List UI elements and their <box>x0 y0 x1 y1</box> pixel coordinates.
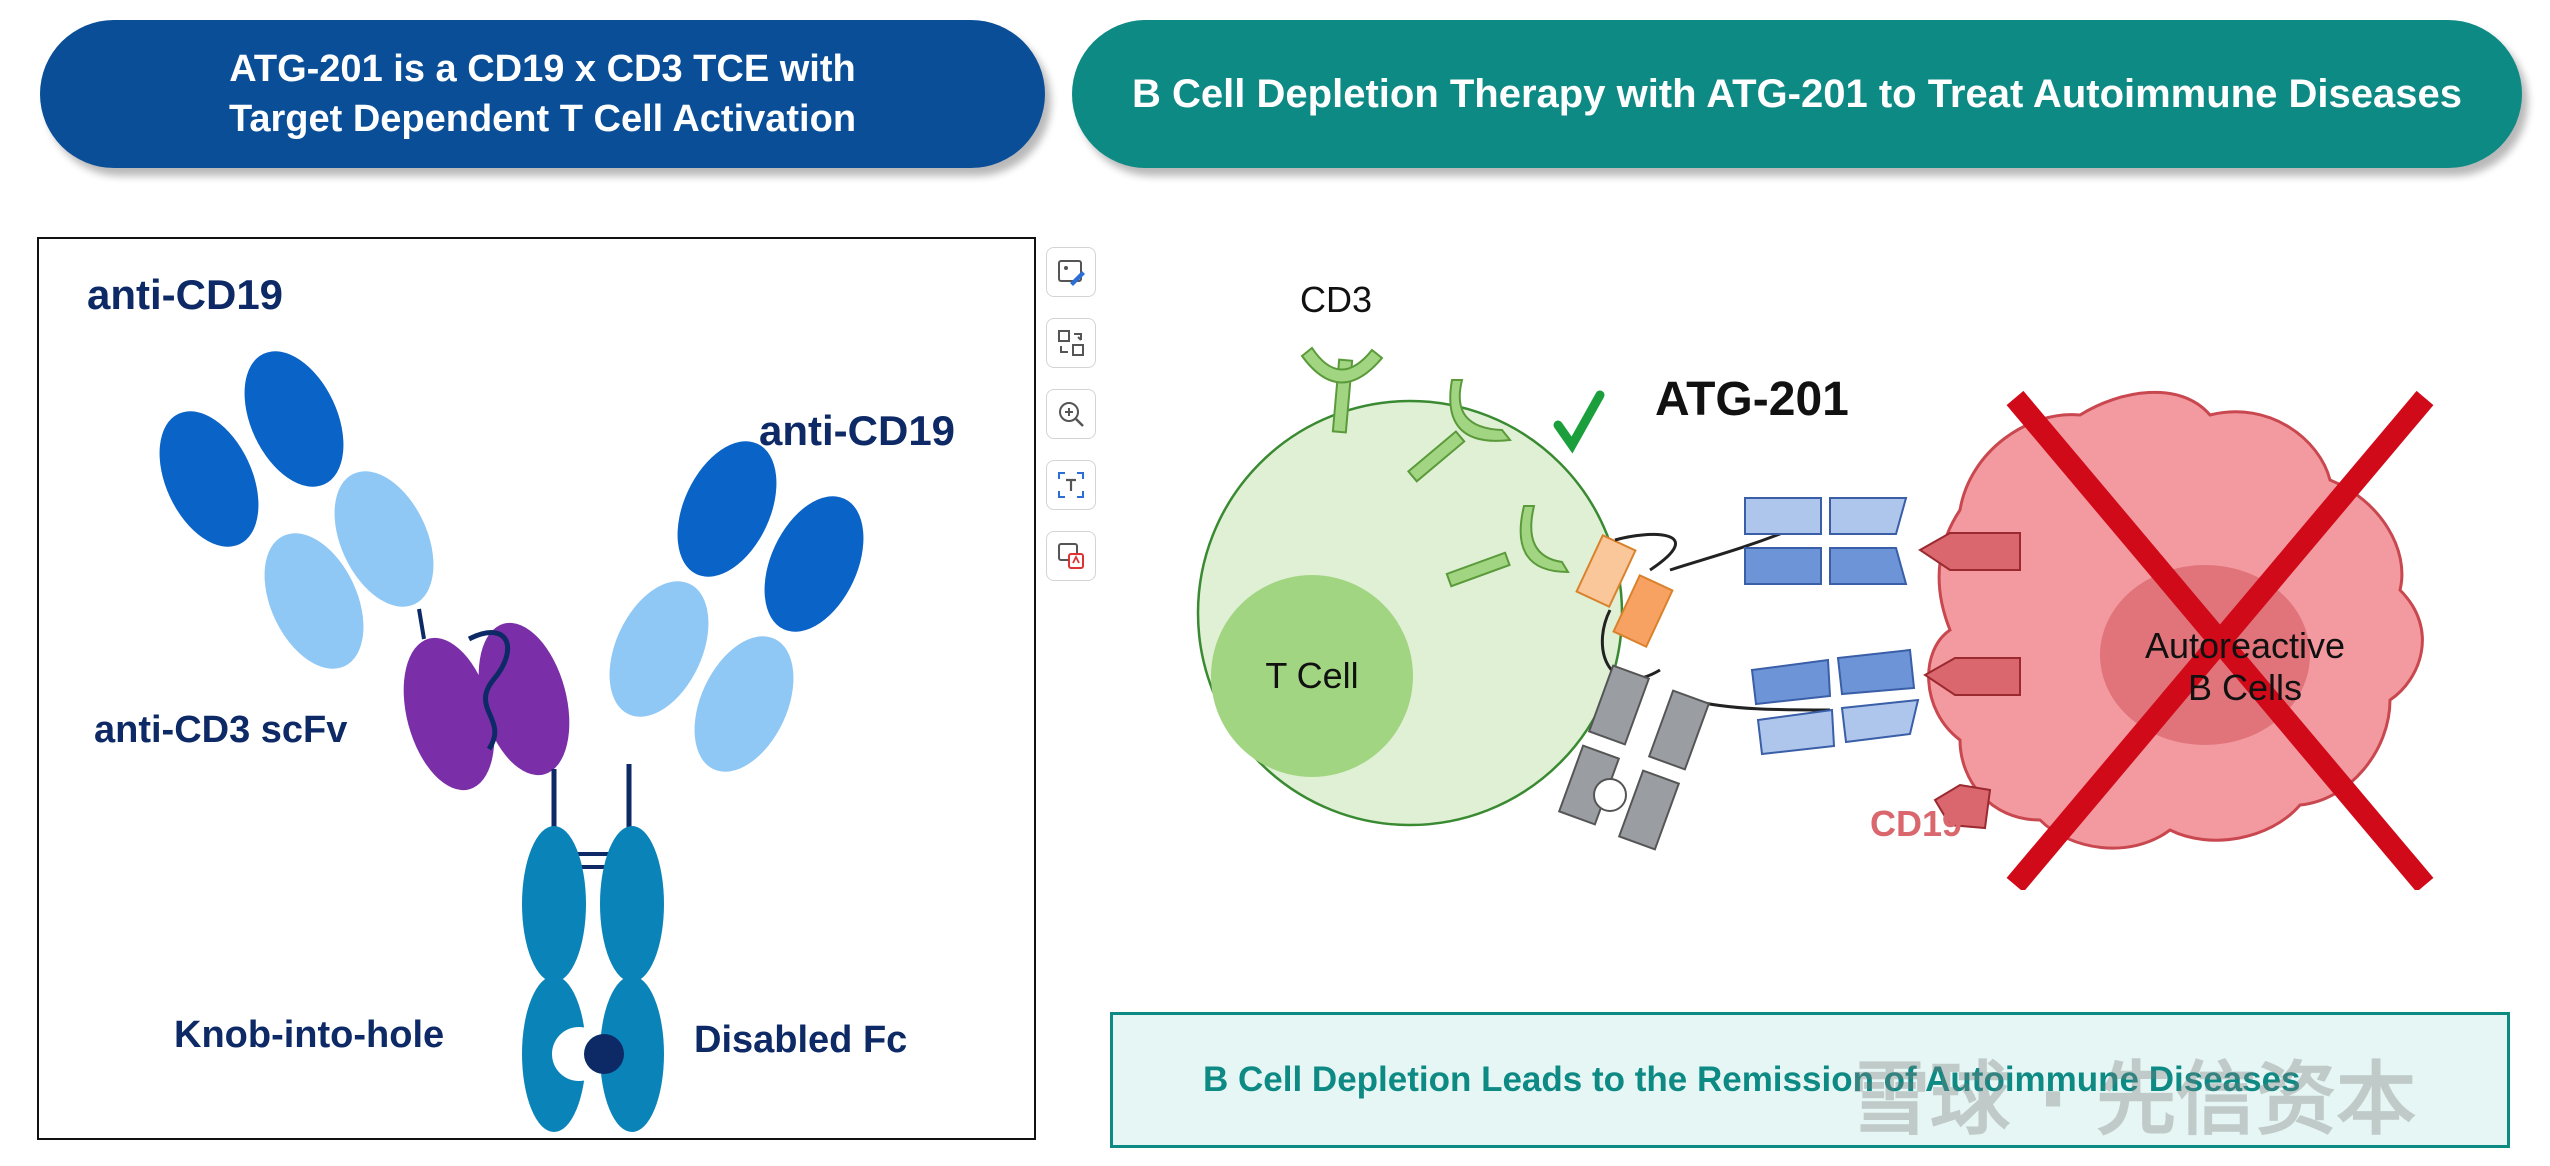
grey-fc <box>1557 664 1711 851</box>
drug-linker-2 <box>1669 528 1791 572</box>
text-recognize-button[interactable] <box>1046 460 1096 510</box>
conclusion-box: B Cell Depletion Leads to the Remission … <box>1110 1012 2510 1148</box>
label-anti-cd19-right: anti-CD19 <box>759 407 956 454</box>
label-anti-cd3-scfv: anti-CD3 scFv <box>94 709 348 751</box>
left-fab-light-variable <box>159 411 259 547</box>
fc-ch2-left <box>522 826 586 982</box>
fc-ch2-right <box>600 826 664 982</box>
fc-knob <box>584 1034 624 1074</box>
header-left-line1: ATG-201 is a CD19 x CD3 TCE with <box>229 48 856 90</box>
mechanism-diagram: CD3 T Cell ATG-201 CD19 Autoreactive B C… <box>1196 279 2434 890</box>
right-fab-heavy-variable <box>677 441 777 577</box>
drug-linker-1 <box>1614 532 1677 572</box>
text-recognize-icon <box>1058 472 1084 498</box>
left-fab-heavy-variable <box>244 351 344 487</box>
b-cell-label-line1: Autoreactive <box>2145 625 2345 666</box>
header-left-line2: Target Dependent T Cell Activation <box>228 98 857 140</box>
scfv-orange-1 <box>1575 533 1637 609</box>
drug-label: ATG-201 <box>1655 373 1849 426</box>
zoom-in-icon <box>1059 402 1084 427</box>
left-fab-heavy-constant <box>334 471 434 607</box>
header-right-title: B Cell Depletion Therapy with ATG-201 to… <box>1072 20 2522 168</box>
swap-button[interactable] <box>1046 318 1096 368</box>
watermark: 雪球 · 先信资本 <box>1850 1053 2417 1146</box>
t-cell-nucleus <box>1211 575 1413 777</box>
label-knob-into-hole: Knob-into-hole <box>174 1014 445 1056</box>
cd19-receptors <box>1918 532 2021 830</box>
right-fab-heavy-constant <box>609 581 709 717</box>
label-anti-cd19-left: anti-CD19 <box>87 271 284 318</box>
antibody-structure-diagram <box>159 351 864 1132</box>
edit-image-icon <box>1058 260 1085 286</box>
header-right-text: B Cell Depletion Therapy with ATG-201 to… <box>1132 71 2462 116</box>
conclusion-text: B Cell Depletion Leads to the Remission … <box>1203 1060 2301 1099</box>
right-fab-light-constant <box>694 636 794 772</box>
cd19-fab-lower <box>1750 648 1920 756</box>
cd3-receptor-2 <box>1406 379 1512 483</box>
check-icon <box>1553 390 1605 454</box>
cd3-receptor-3 <box>1445 505 1570 588</box>
label-disabled-fc: Disabled Fc <box>694 1019 908 1061</box>
cd19-label: CD19 <box>1870 803 1962 844</box>
image-translate-icon <box>1058 543 1084 569</box>
scfv-domain-2 <box>478 622 570 776</box>
antibody-diagram-panel: anti-CD19 anti-CD19 anti-CD3 scFv Knob-i… <box>37 237 1036 1140</box>
scfv-domain-1 <box>403 637 495 791</box>
red-cross-stroke-2 <box>2006 390 2434 890</box>
scfv-orange-2 <box>1612 573 1674 649</box>
t-cell-label: T Cell <box>1265 655 1358 696</box>
right-fab-light-variable <box>764 496 864 632</box>
scfv-to-fab-linker <box>417 608 426 640</box>
edit-image-button[interactable] <box>1046 247 1096 297</box>
header-left-title: ATG-201 is a CD19 x CD3 TCE with Target … <box>40 20 1045 168</box>
left-fab-light-constant <box>264 533 364 669</box>
b-cell-label-line2: B Cells <box>2188 667 2302 708</box>
cd3-receptor-1 <box>1300 346 1384 434</box>
cd19-fab-upper <box>1744 497 1908 585</box>
zoom-in-button[interactable] <box>1046 389 1096 439</box>
scfv-linker <box>467 630 511 751</box>
fc-ch3-right <box>600 976 664 1132</box>
grey-fc-hole <box>1593 778 1627 812</box>
cd3-label: CD3 <box>1300 279 1372 320</box>
swap-icon <box>1058 330 1084 356</box>
image-toolbar <box>1046 247 1098 602</box>
image-translate-button[interactable] <box>1046 531 1096 581</box>
